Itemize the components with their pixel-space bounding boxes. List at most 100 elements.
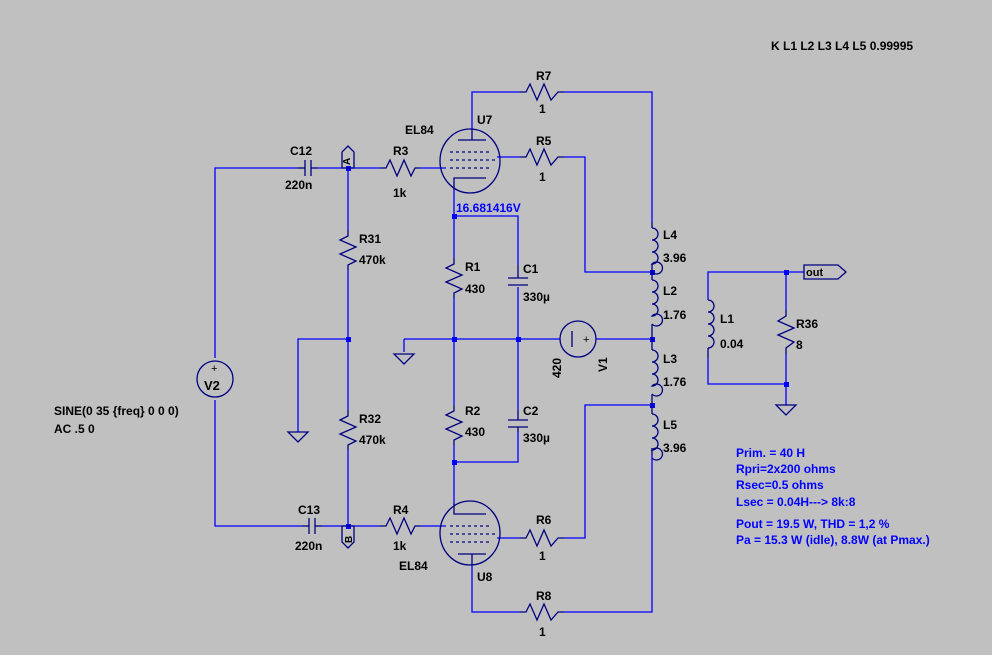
svg-text:A: A [342,158,353,165]
resistor-r1[interactable] [444,258,464,298]
svg-text:+: + [583,334,589,346]
resistor-r8[interactable] [520,602,564,622]
r2-name: R2 [465,404,481,418]
resistor-r5[interactable] [520,147,564,167]
c1-name: C1 [523,262,539,276]
resistor-r32[interactable] [338,410,358,450]
l2-name: L2 [663,284,677,298]
net-flag-out: out [803,264,847,280]
r4-value: 1k [393,539,407,553]
r3-name: R3 [393,144,409,158]
r7-value: 1 [539,102,546,116]
r31-value: 470k [359,253,386,267]
l1-name: L1 [720,312,734,326]
resistor-r3[interactable] [380,158,420,178]
r32-name: R32 [359,412,381,426]
capacitor-c13[interactable] [302,518,322,534]
capacitor-c1[interactable] [508,265,528,286]
v2-spec-line2: AC .5 0 [54,422,95,436]
inductor-l1[interactable] [707,299,715,358]
source-v2[interactable]: V2 + [196,360,234,398]
design-notes: Prim. = 40 H Rpri=2x200 ohms Rsec=0.5 oh… [736,446,930,547]
r32-value: 470k [359,433,386,447]
svg-text:+: + [211,363,217,375]
v1-value: 420 [550,358,564,378]
u7-name: U7 [477,113,493,127]
r36-name: R36 [796,317,818,331]
r5-name: R5 [536,134,552,148]
wire-u7-plate [471,91,520,129]
r3-value: 1k [393,186,407,200]
c2-name: C2 [523,404,539,418]
l2-value: 1.76 [663,308,687,322]
inductor-l4[interactable] [650,222,664,275]
capacitor-c12[interactable] [297,160,318,176]
l4-value: 3.96 [663,251,687,265]
c12-value: 220n [285,178,312,192]
r5-value: 1 [539,170,546,184]
capacitor-c2[interactable] [508,410,528,432]
source-v1[interactable]: + [559,320,597,358]
u7-model: EL84 [405,123,434,137]
r6-name: R6 [536,513,552,527]
resistor-r7[interactable] [520,82,564,102]
c12-name: C12 [290,144,312,158]
wire-l1-loop [707,271,804,300]
wires [214,91,804,613]
wire-r8-l5 [564,455,653,613]
note-line: Pout = 19.5 W, THD = 1,2 % [736,517,890,531]
inductor-l3[interactable] [650,339,664,405]
r8-value: 1 [539,625,546,639]
tube-u8[interactable] [439,500,501,566]
wire-v2-bottom [214,400,302,527]
c1-value: 330µ [523,290,550,304]
resistor-r2[interactable] [444,405,464,445]
resistor-r6[interactable] [520,528,564,548]
u8-name: U8 [477,570,493,584]
note-line: Rsec=0.5 ohms [736,478,824,492]
wire-u7-cathode [453,190,519,265]
u8-model: EL84 [399,559,428,573]
r31-name: R31 [359,232,381,246]
svg-text:B: B [344,536,355,543]
l3-value: 1.76 [663,375,687,389]
l1-value: 0.04 [720,337,744,351]
net-flag-a: A [341,145,355,169]
ground-center [392,353,416,365]
l3-name: L3 [663,352,677,366]
resistor-r31[interactable] [338,230,358,270]
wire-u8-plate [471,565,520,613]
ground-left [286,431,310,443]
wire-ground-left [297,338,348,432]
wire-r7-l4 [564,91,653,222]
inductor-l2[interactable] [650,272,664,339]
wire-r6-l5 [564,404,652,539]
r7-name: R7 [536,69,552,83]
r2-value: 430 [465,425,485,439]
note-line: Lsec = 0.04H---> 8k:8 [736,495,856,509]
wire-c2-bottom [454,432,519,463]
tube-u7[interactable] [439,128,501,194]
v1-name: V1 [596,357,610,372]
node-voltage-readout: 16.681416V [456,201,521,215]
v2-name: V2 [204,378,220,393]
wire-v2-top [214,167,297,358]
inductor-l5[interactable] [650,405,664,461]
l4-name: L4 [663,228,677,242]
c2-value: 330µ [523,431,550,445]
r4-name: R4 [393,503,409,517]
wire-r5-l2 [564,156,652,273]
k-directive: K L1 L2 L3 L4 L5 0.99995 [771,39,913,53]
wire-l1-bottom [707,358,787,405]
note-line: Rpri=2x200 ohms [736,462,836,476]
l5-value: 3.96 [663,441,687,455]
r36-value: 8 [796,338,803,352]
l5-name: L5 [663,418,677,432]
r1-name: R1 [465,260,481,274]
resistor-r36[interactable] [776,310,796,354]
resistor-r4[interactable] [380,516,420,536]
c13-value: 220n [295,539,322,553]
ground-right [774,404,798,416]
note-line: Prim. = 40 H [736,446,805,460]
